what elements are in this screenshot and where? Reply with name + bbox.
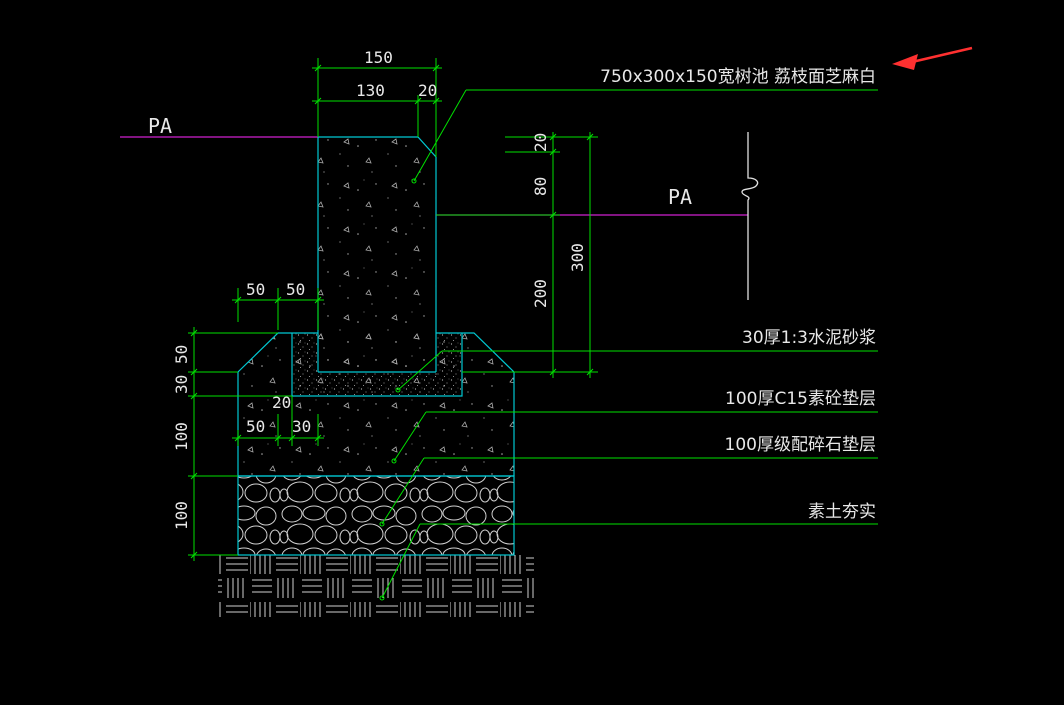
callout-gravel: 100厚级配碎石垫层: [725, 435, 876, 455]
dim-mid-left-2: 50: [286, 280, 305, 299]
break-line-icon: [741, 132, 759, 300]
dimension-left: [188, 327, 292, 561]
dim-top-main: 130: [356, 81, 385, 100]
gravel-layer: [237, 475, 515, 556]
dim-left-100b: 100: [172, 501, 191, 530]
dim-low-20: 20: [272, 393, 291, 412]
callout-curb-stone: 750x300x150宽树池 荔枝面芝麻白: [600, 67, 876, 87]
callout-mortar: 30厚1:3水泥砂浆: [742, 328, 876, 348]
callout-leaders: [379, 89, 878, 601]
level-line-left: PA: [120, 114, 318, 138]
dim-left-30: 30: [172, 375, 191, 394]
dim-left-100a: 100: [172, 422, 191, 451]
dim-low-50: 50: [246, 417, 265, 436]
level-label-left: PA: [148, 114, 172, 138]
callout-soil: 素土夯实: [808, 502, 876, 522]
level-line-right: PA: [436, 185, 748, 216]
dim-right-total: 300: [568, 243, 587, 272]
dimension-right: [436, 132, 598, 378]
mortar-layer: [291, 333, 463, 397]
level-label-right: PA: [668, 185, 692, 209]
dim-right-lower: 200: [531, 279, 550, 308]
dimension-low-left: [232, 396, 324, 446]
dim-right-upper: 80: [531, 177, 550, 196]
dimension-top: [312, 58, 442, 157]
dim-top-chamfer: 20: [418, 81, 437, 100]
dim-mid-left-1: 50: [246, 280, 265, 299]
arrow-icon: [892, 46, 973, 70]
dim-low-30: 30: [292, 417, 311, 436]
dim-left-50: 50: [172, 345, 191, 364]
dim-right-chamfer: 20: [531, 133, 550, 152]
compacted-soil-hatch: [218, 555, 534, 617]
dimension-mid-left: [232, 288, 324, 330]
dim-top-total: 150: [364, 48, 393, 67]
curb-stone: [317, 136, 437, 373]
callout-concrete: 100厚C15素砼垫层: [725, 389, 876, 409]
